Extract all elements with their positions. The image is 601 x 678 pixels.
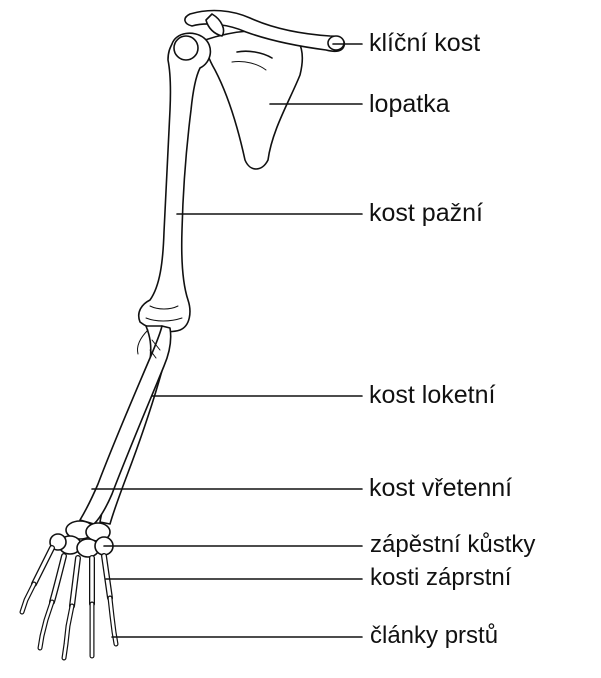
metacarpal-bones [34,548,110,606]
label-klicni-kost: klíční kost [369,31,480,56]
humerus-shape [139,33,211,331]
label-zapestni-kustky: zápěstní kůstky [370,533,535,557]
label-kost-pazni: kost pažní [369,201,483,226]
scapula-shape [205,31,302,169]
forearm-bones [80,326,171,524]
leader-lines [92,44,362,637]
label-kost-vretenni: kost vřetenní [369,476,512,501]
label-clanky-prstu: články prstů [370,624,498,648]
label-lopatka: lopatka [369,92,450,117]
label-kost-loketni: kost loketní [369,383,495,408]
phalanx-bones [22,584,116,658]
carpal-bones [50,521,113,557]
label-kosti-zaprstni: kosti záprstní [370,566,511,590]
